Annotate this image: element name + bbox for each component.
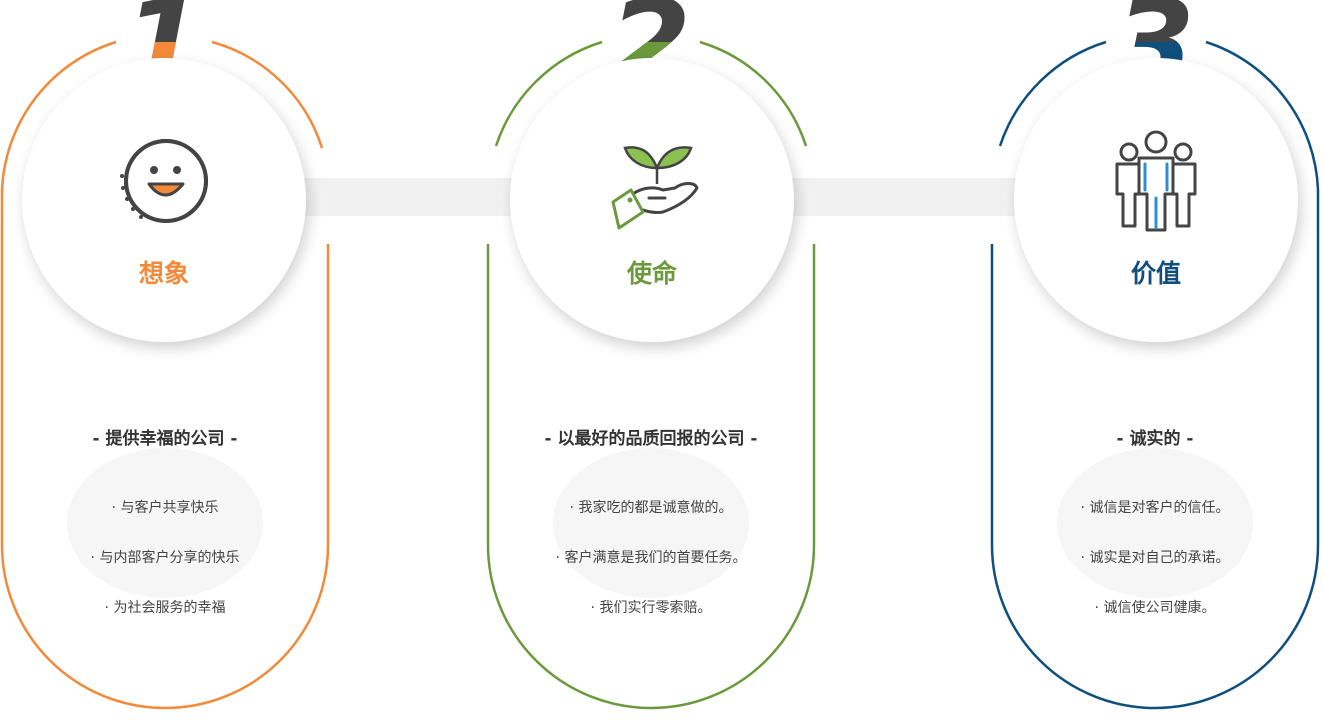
list-item: · 客户满意是我们的首要任务。 [555,550,747,566]
feature-list: · 与客户共享快乐 · 与内部客户分享的快乐 · 为社会服务的幸福 [0,494,335,644]
list-item: · 诚实是对自己的承诺。 [1080,550,1230,566]
column-title: 使命 [626,259,677,288]
feature-circle: 使命 [510,58,794,342]
column-title: 价值 [1130,259,1181,288]
column-subtitle: - 诚实的 - [1116,429,1194,449]
column-subtitle: - 提供幸福的公司 - [92,429,238,449]
people-group-icon [1115,130,1197,232]
list-item: · 为社会服务的幸福 [104,600,226,616]
sprout-in-hand-icon [611,146,699,230]
feature-circle: 价值 [1014,58,1298,342]
watermark-logo [1057,448,1253,598]
watermark-logo [67,448,263,598]
smiley-face-icon [120,139,208,223]
watermark-logo [553,448,749,598]
list-item: · 与客户共享快乐 [111,500,219,516]
list-item: · 诚信使公司健康。 [1094,600,1216,616]
list-item: · 我们实行零索赔。 [590,600,712,616]
connector-bar [300,178,520,216]
feature-circle: 想象 [22,58,306,342]
list-item: · 我家吃的都是诚意做的。 [569,500,733,516]
connector-bar [790,178,1026,216]
feature-list: · 诚信是对客户的信任。 · 诚实是对自己的承诺。 · 诚信使公司健康。 [985,494,1323,644]
list-item: · 与内部客户分享的快乐 [90,550,240,566]
feature-list: · 我家吃的都是诚意做的。 · 客户满意是我们的首要任务。 · 我们实行零索赔。 [481,494,821,644]
column-title: 想象 [138,259,189,288]
list-item: · 诚信是对客户的信任。 [1080,500,1230,516]
column-subtitle: - 以最好的品质回报的公司 - [544,429,758,449]
